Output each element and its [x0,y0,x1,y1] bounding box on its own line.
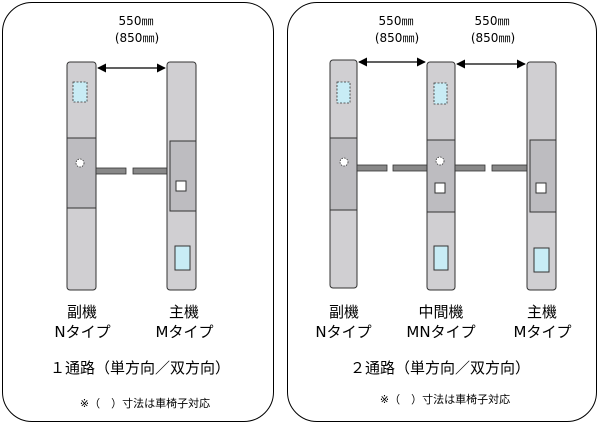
sensor-icon [339,157,349,167]
ic-reader-icon [433,82,448,105]
machine-type-main: Mタイプ [155,323,214,341]
dimension-label-wheelchair: (850㎜) [470,31,516,45]
machine-type-main: Mタイプ [513,323,572,341]
ticket-slot-icon [535,182,547,194]
gate-sub-n-right [329,59,358,289]
flap-door [454,164,486,172]
flap-door [392,164,428,172]
ticket-slot-icon [434,182,446,194]
flap-door [356,164,388,172]
ic-reader-icon [336,81,351,104]
wheelchair-note: ※（ ）寸法は車椅子対応 [79,397,211,410]
flap-door [95,167,127,175]
caption-single-aisle: １通路（単方向／双方向） [49,359,230,377]
wheelchair-note: ※（ ）寸法は車椅子対応 [379,393,511,406]
flap-door [491,164,528,172]
dimension-label-wheelchair: (850㎜) [374,31,420,45]
gate-main-m-right [526,61,557,291]
gate-middle-mn [426,61,456,291]
sensor-icon [75,158,85,168]
caption-double-aisle: ２通路（単方向／双方向） [349,359,530,377]
machine-label-main: 主機 [526,303,557,321]
gate-sub-n-left [66,61,97,291]
dimension-label-wheelchair: (850㎜) [114,31,160,45]
machine-type-middle: MNタイプ [406,323,476,341]
gate-main-m-left [166,61,197,291]
dimension-label: 550㎜ [474,14,510,28]
sensor-icon [435,156,445,166]
ic-reader-icon [433,245,449,271]
dimension-label: 550㎜ [118,14,154,28]
ic-reader-icon [72,81,88,103]
machine-label-sub: 副機 [66,303,97,321]
machine-label-sub: 副機 [328,303,359,321]
ic-reader-icon [533,247,550,273]
machine-label-main: 主機 [168,303,199,321]
ticket-slot-icon [175,180,187,192]
machine-type-sub: Nタイプ [54,323,111,341]
flap-door [132,167,168,175]
ic-reader-icon [174,245,191,271]
dimension-label: 550㎜ [378,14,414,28]
machine-type-sub: Nタイプ [315,323,372,341]
machine-label-middle: 中間機 [418,303,464,321]
